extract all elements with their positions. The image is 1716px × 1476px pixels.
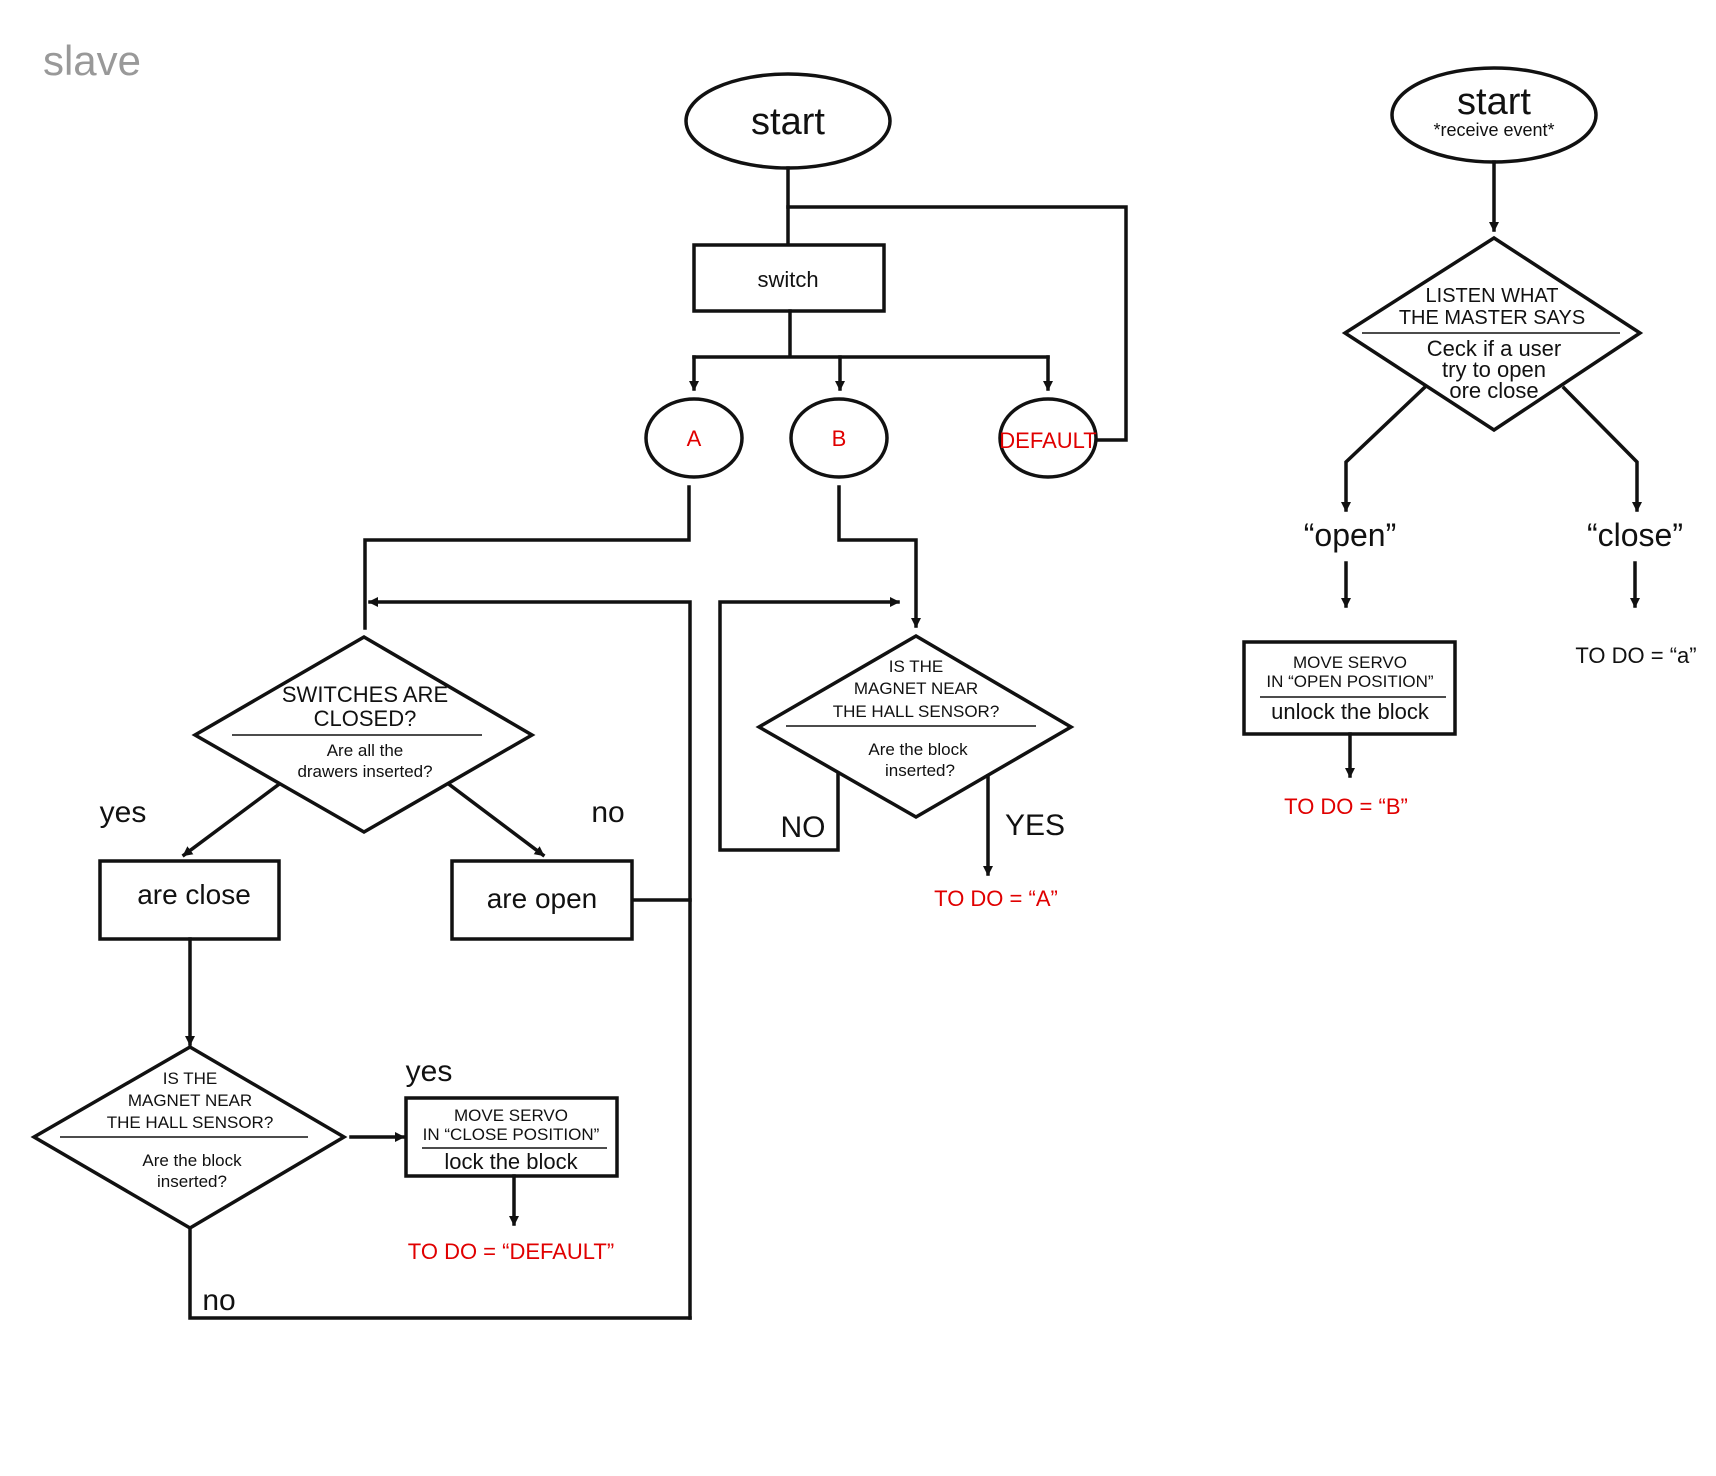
are-close-label: are close <box>137 879 251 910</box>
connector-listen-open <box>1341 385 1427 512</box>
connector-b-no-loop <box>718 597 900 852</box>
servo-close-action: lock the block <box>444 1149 578 1174</box>
case-b-node <box>789 397 889 479</box>
no-label-2: no <box>202 1284 235 1317</box>
magnet-left-title-2: MAGNET NEAR <box>128 1091 252 1110</box>
listen-sub-1: Ceck if a user <box>1427 336 1562 361</box>
switches-title-2: CLOSED? <box>314 706 417 731</box>
connector-loop-back <box>368 597 692 1320</box>
switch-label: switch <box>757 267 818 292</box>
connector-b-decision <box>837 485 921 628</box>
event-start-label: start <box>1457 81 1531 123</box>
case-a-label: A <box>687 426 702 451</box>
case-default-node <box>998 397 1098 479</box>
magnet-left-title-3: THE HALL SENSOR? <box>107 1113 274 1132</box>
connector-no <box>447 782 546 858</box>
listen-title-2: THE MASTER SAYS <box>1399 307 1585 329</box>
yes-label-2: yes <box>406 1055 453 1088</box>
todo-a-lower: TO DO = “a” <box>1575 643 1696 668</box>
switches-sub-1: Are all the <box>327 741 404 760</box>
are-open-label: are open <box>487 883 598 914</box>
servo-open-title-2: IN “OPEN POSITION” <box>1266 672 1434 691</box>
magnet-b-sub-2: inserted? <box>885 761 955 780</box>
servo-open-action: unlock the block <box>1271 699 1430 724</box>
servo-close-box <box>404 1096 619 1178</box>
todo-default: TO DO = “DEFAULT” <box>408 1239 614 1264</box>
event-start-sub: *receive event* <box>1433 120 1554 140</box>
magnet-left-sub-1: Are the block <box>142 1151 242 1170</box>
connector-no-loop <box>188 1226 692 1320</box>
are-open-box <box>450 859 634 941</box>
servo-open-box <box>1242 640 1457 736</box>
page-title: slave <box>43 37 141 84</box>
servo-close-title-1: MOVE SERVO <box>454 1106 568 1125</box>
open-label: “open” <box>1304 517 1397 553</box>
switches-title-1: SWITCHES ARE <box>282 682 448 707</box>
close-label: “close” <box>1587 517 1683 553</box>
connector-yes <box>181 782 281 858</box>
listen-title-1: LISTEN WHAT <box>1426 285 1559 307</box>
no-label: no <box>591 796 624 829</box>
magnet-b-title-1: IS THE <box>889 657 943 676</box>
todo-a-upper: TO DO = “A” <box>934 886 1058 911</box>
switches-sub-2: drawers inserted? <box>297 762 432 781</box>
servo-open-title-1: MOVE SERVO <box>1293 653 1407 672</box>
magnet-left-sub-2: inserted? <box>157 1172 227 1191</box>
start-label: start <box>751 101 825 143</box>
connector-default-loop <box>786 205 1128 442</box>
case-a-node <box>644 397 744 479</box>
yes-upper-label: YES <box>1005 809 1065 842</box>
magnet-b-title-2: MAGNET NEAR <box>854 679 978 698</box>
listen-sub-3: ore close <box>1449 378 1538 403</box>
listen-decision <box>1341 235 1644 433</box>
magnet-left-title-1: IS THE <box>163 1069 217 1088</box>
servo-close-title-2: IN “CLOSE POSITION” <box>423 1125 600 1144</box>
case-default-label: DEFAULT <box>999 428 1096 453</box>
case-b-label: B <box>832 426 847 451</box>
listen-sub-2: try to open <box>1442 357 1546 382</box>
magnet-b-sub-1: Are the block <box>868 740 968 759</box>
switch-box <box>692 243 886 313</box>
yes-label: yes <box>100 796 147 829</box>
connector-switch-branches <box>692 309 1050 359</box>
no-upper-label: NO <box>781 811 826 844</box>
connector-listen-close <box>1561 385 1642 512</box>
todo-b: TO DO = “B” <box>1284 794 1408 819</box>
magnet-b-title-3: THE HALL SENSOR? <box>833 702 1000 721</box>
connector-a-decision <box>363 485 691 630</box>
